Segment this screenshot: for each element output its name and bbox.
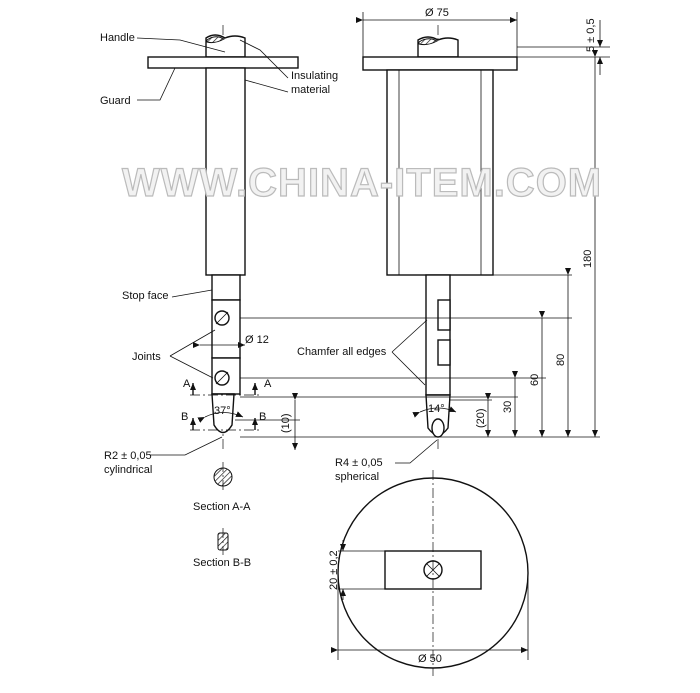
label-spherical: spherical: [335, 471, 379, 483]
label-dim60: 60: [529, 374, 541, 386]
label-dia12: Ø 12: [245, 334, 269, 346]
label-cylindrical: cylindrical: [104, 464, 152, 476]
section-bb-shape: [217, 532, 229, 551]
label-section-bb: Section B-B: [193, 557, 251, 569]
label-insulating: Insulating: [291, 70, 338, 82]
guard-shape: [147, 56, 299, 69]
label-dim10: (10): [280, 413, 292, 433]
label-dim180: 180: [582, 250, 594, 268]
label-a-left: A: [183, 378, 191, 390]
label-b-left: B: [181, 411, 188, 423]
shaft-shape: [205, 67, 246, 276]
label-dim20-tol: 20 ± 0,2: [328, 550, 340, 590]
label-r2: R2 ± 0,05: [104, 450, 152, 462]
label-stop-face: Stop face: [122, 290, 168, 302]
front-view-right: [240, 12, 610, 464]
label-dia75: Ø 75: [425, 7, 449, 19]
label-guard: Guard: [100, 95, 131, 107]
label-material: material: [291, 84, 330, 96]
label-dim20: (20): [475, 408, 487, 428]
side-view-left: [136, 25, 300, 456]
label-dia50: Ø 50: [418, 653, 442, 665]
label-angle37: 37°: [214, 405, 231, 417]
label-handle: Handle: [100, 32, 135, 44]
bottom-view: [331, 470, 529, 676]
label-angle14: 14°: [428, 403, 445, 415]
label-dim5: 5 ± 0,5: [585, 18, 597, 52]
label-a-right: A: [264, 378, 272, 390]
label-section-aa: Section A-A: [193, 501, 251, 513]
label-dim30: 30: [502, 401, 514, 413]
label-dim80: 80: [555, 354, 567, 366]
section-aa-shape: [213, 467, 233, 487]
label-joints: Joints: [132, 351, 161, 363]
label-chamfer: Chamfer all edges: [297, 346, 387, 358]
watermark: WWW.CHINA-ITEM.COM: [122, 161, 602, 205]
label-r4: R4 ± 0,05: [335, 457, 383, 469]
sections: [213, 462, 233, 555]
label-b-right: B: [259, 411, 266, 423]
